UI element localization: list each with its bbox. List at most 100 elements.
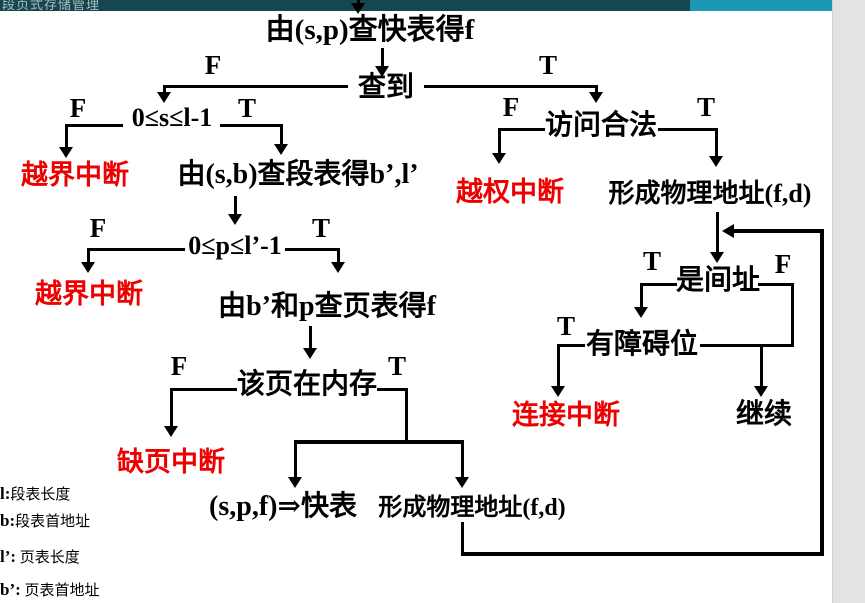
arrow-accesslegal-false: [492, 153, 506, 164]
right-gray-strip: [832, 0, 865, 603]
label-indirect-false: F: [774, 249, 792, 279]
connector-found-false-drop: [163, 85, 166, 94]
label-accesslegal-false: F: [502, 92, 520, 122]
node-update-tlb: (s,p,f)⇒快表: [209, 491, 357, 522]
node-access-legal: 访问合法: [544, 110, 658, 141]
connector-inmemory-true-drop: [405, 388, 408, 443]
node-page-bounds-check: 0≤p≤l’-1: [188, 231, 282, 260]
node-title: 由(s,p)查快表得f: [265, 14, 475, 46]
arrow-found-false: [157, 92, 171, 103]
connector-pagebounds-false: [87, 248, 185, 251]
arrow-seg-false: [59, 147, 73, 158]
label-indirect-true: T: [642, 246, 662, 276]
connector-seg-false-drop: [65, 124, 68, 148]
legend-symbol: l’:: [0, 547, 17, 566]
node-link-interrupt: 连接中断: [512, 400, 620, 430]
arrow-entry: [351, 3, 365, 14]
connector-accesslegal-true-drop: [715, 128, 718, 157]
connector-found-true-drop: [595, 85, 598, 94]
legend-item-b-prime: b’: 页表首地址: [0, 579, 100, 600]
node-privilege-interrupt: 越权中断: [456, 177, 564, 207]
connector-title-found: [381, 48, 384, 67]
legend-item-l: l:段表长度: [0, 483, 70, 504]
connector-pagebounds-true-drop: [337, 248, 340, 263]
arrow-barrier-true: [551, 386, 565, 397]
arrow-found-true: [589, 92, 603, 103]
legend-item-l-prime: l’: 页表长度: [0, 546, 80, 567]
arrow-accesslegal-true: [709, 156, 723, 167]
connector-split-right: [461, 440, 464, 477]
node-out-of-bounds-interrupt-1: 越界中断: [21, 160, 129, 190]
connector-indirect-true: [640, 283, 677, 286]
arrow-segtable-pagebounds: [228, 214, 242, 225]
node-continue: 继续: [735, 399, 793, 430]
label-pagebounds-false: F: [89, 213, 107, 243]
connector-continue-drop: [760, 344, 763, 387]
connector-split-bar: [294, 440, 464, 444]
header-partial-title: 段页式存储管理: [2, 0, 101, 11]
connector-feedback-up: [820, 229, 824, 556]
label-pagebounds-true: T: [311, 213, 331, 243]
node-seg-bounds-check: 0≤s≤l-1: [131, 103, 213, 132]
arrow-seg-true: [274, 144, 288, 155]
connector-barrier-true-drop: [557, 344, 560, 387]
arrow-split-right: [455, 477, 469, 488]
legend-symbol: b’:: [0, 580, 21, 599]
header-partial-title-clip: 段页式存储管理: [2, 0, 132, 11]
connector-found-true: [424, 85, 597, 88]
connector-found-false: [163, 85, 348, 88]
legend-symbol: l:: [0, 484, 11, 503]
header-bar: 段页式存储管理: [0, 0, 832, 11]
connector-feedback-down: [461, 522, 464, 556]
node-lookup-page-table: 由b’和p查页表得f: [218, 291, 436, 322]
connector-barrier-true: [557, 344, 585, 347]
node-is-indirect-address: 是间址: [675, 265, 761, 296]
legend-item-b: b:段表首地址: [0, 510, 90, 531]
arrow-indirect-true: [634, 307, 648, 318]
connector-barrier-false: [700, 344, 794, 347]
node-page-fault-interrupt: 缺页中断: [117, 447, 225, 477]
label-found-true: T: [538, 50, 558, 80]
connector-indirect-false-drop: [791, 283, 794, 347]
arrow-pagebounds-false: [81, 262, 95, 273]
arrow-split-left: [288, 477, 302, 488]
connector-segtable-pagebounds: [234, 196, 237, 215]
arrow-title-found: [375, 66, 389, 77]
node-has-barrier-bit: 有障碍位: [585, 329, 699, 360]
connector-split-left: [294, 440, 297, 477]
connector-inmemory-true-dash: [377, 388, 408, 391]
connector-pagetable-inmemory: [309, 326, 312, 348]
connector-indirect-true-drop: [640, 283, 643, 308]
arrow-pagebounds-true: [331, 262, 345, 273]
label-seg-true: T: [237, 93, 257, 123]
label-inmemory-true: T: [387, 351, 407, 381]
label-seg-false: F: [69, 93, 87, 123]
node-form-physical-address-bottom: 形成物理地址(f,d): [378, 495, 566, 521]
connector-accesslegal-true: [658, 128, 718, 131]
connector-seg-false: [65, 124, 123, 127]
arrow-inmemory-false: [164, 426, 178, 437]
legend-text: 段表长度: [10, 487, 71, 503]
connector-inmemory-false-drop: [170, 388, 173, 427]
connector-physaddr-indirect: [716, 212, 719, 253]
node-page-in-memory: 该页在内存: [236, 369, 378, 400]
connector-seg-true-drop: [280, 124, 283, 145]
connector-inmemory-false: [170, 388, 237, 391]
legend-text: 段表首地址: [15, 514, 91, 530]
arrow-feedback: [722, 224, 734, 238]
connector-indirect-false-dash: [758, 283, 794, 286]
arrow-pagetable-inmemory: [303, 348, 317, 359]
connector-pagebounds-true: [285, 248, 340, 251]
label-barrier-true: T: [556, 311, 576, 341]
connector-accesslegal-false: [498, 128, 545, 131]
node-out-of-bounds-interrupt-2: 越界中断: [35, 279, 143, 309]
header-bar-accent: [690, 0, 832, 11]
connector-accesslegal-false-drop: [498, 128, 501, 154]
arrow-continue: [754, 386, 768, 397]
arrow-physaddr-indirect: [710, 252, 724, 263]
node-form-physical-address: 形成物理地址(f,d): [608, 179, 812, 208]
label-accesslegal-true: T: [696, 92, 716, 122]
node-lookup-segment-table: 由(s,b)查段表得b’,l’: [177, 159, 419, 190]
legend-symbol: b:: [0, 511, 16, 530]
